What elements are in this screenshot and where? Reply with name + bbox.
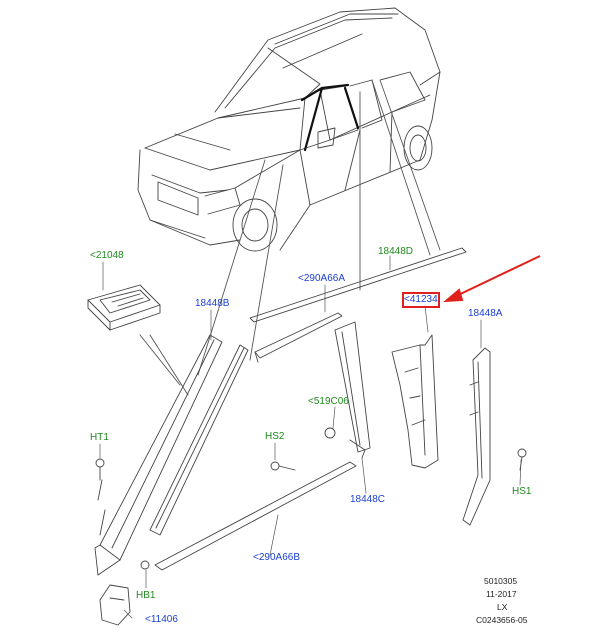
part-290A66A-strip xyxy=(254,312,343,363)
part-21048-kit xyxy=(87,284,161,331)
vehicle-illustration xyxy=(137,7,441,252)
label-HB1: HB1 xyxy=(136,590,156,601)
footer-model: LX xyxy=(497,602,508,612)
label-41234: <41234 xyxy=(402,292,440,308)
label-18448D: 18448D xyxy=(378,246,414,257)
fastener-HB1 xyxy=(140,560,150,570)
label-21048: <21048 xyxy=(90,250,124,261)
label-18448C: 18448C xyxy=(350,494,386,505)
label-11406: <11406 xyxy=(145,614,178,625)
label-leaders xyxy=(99,255,522,619)
footer-date: 11-2017 xyxy=(486,589,517,599)
pointer-arrow xyxy=(443,255,541,303)
label-HS1: HS1 xyxy=(512,486,532,497)
label-18448A: 18448A xyxy=(468,308,503,319)
label-HT1: HT1 xyxy=(90,432,109,443)
footer-code: 5010305 xyxy=(484,576,518,586)
label-519C06: <519C06 xyxy=(308,396,349,407)
part-290A66B-strip xyxy=(154,461,357,571)
footer-illustration-id: C0243656-05 xyxy=(476,615,528,625)
label-290A66B: <290A66B xyxy=(253,552,300,563)
part-18448C-trim xyxy=(334,321,371,459)
part-18448A-trim xyxy=(462,347,491,526)
label-18448B: 18448B xyxy=(195,298,230,309)
fastener-HS1 xyxy=(517,448,527,471)
part-41234-bracket xyxy=(391,334,439,469)
fastener-HS2 xyxy=(270,461,296,471)
fastener-HT1 xyxy=(95,458,105,481)
part-18448B-pillar xyxy=(94,334,223,576)
leader-lines xyxy=(139,79,441,396)
clip-519C06 xyxy=(324,427,336,439)
part-pillar-cover-center xyxy=(149,344,249,536)
label-HS2: HS2 xyxy=(265,431,285,442)
part-11406-cap xyxy=(99,584,131,626)
label-290A66A: <290A66A xyxy=(298,273,345,284)
part-18448D-strip xyxy=(249,247,467,323)
vehicle-highlight-pillars xyxy=(300,83,360,152)
